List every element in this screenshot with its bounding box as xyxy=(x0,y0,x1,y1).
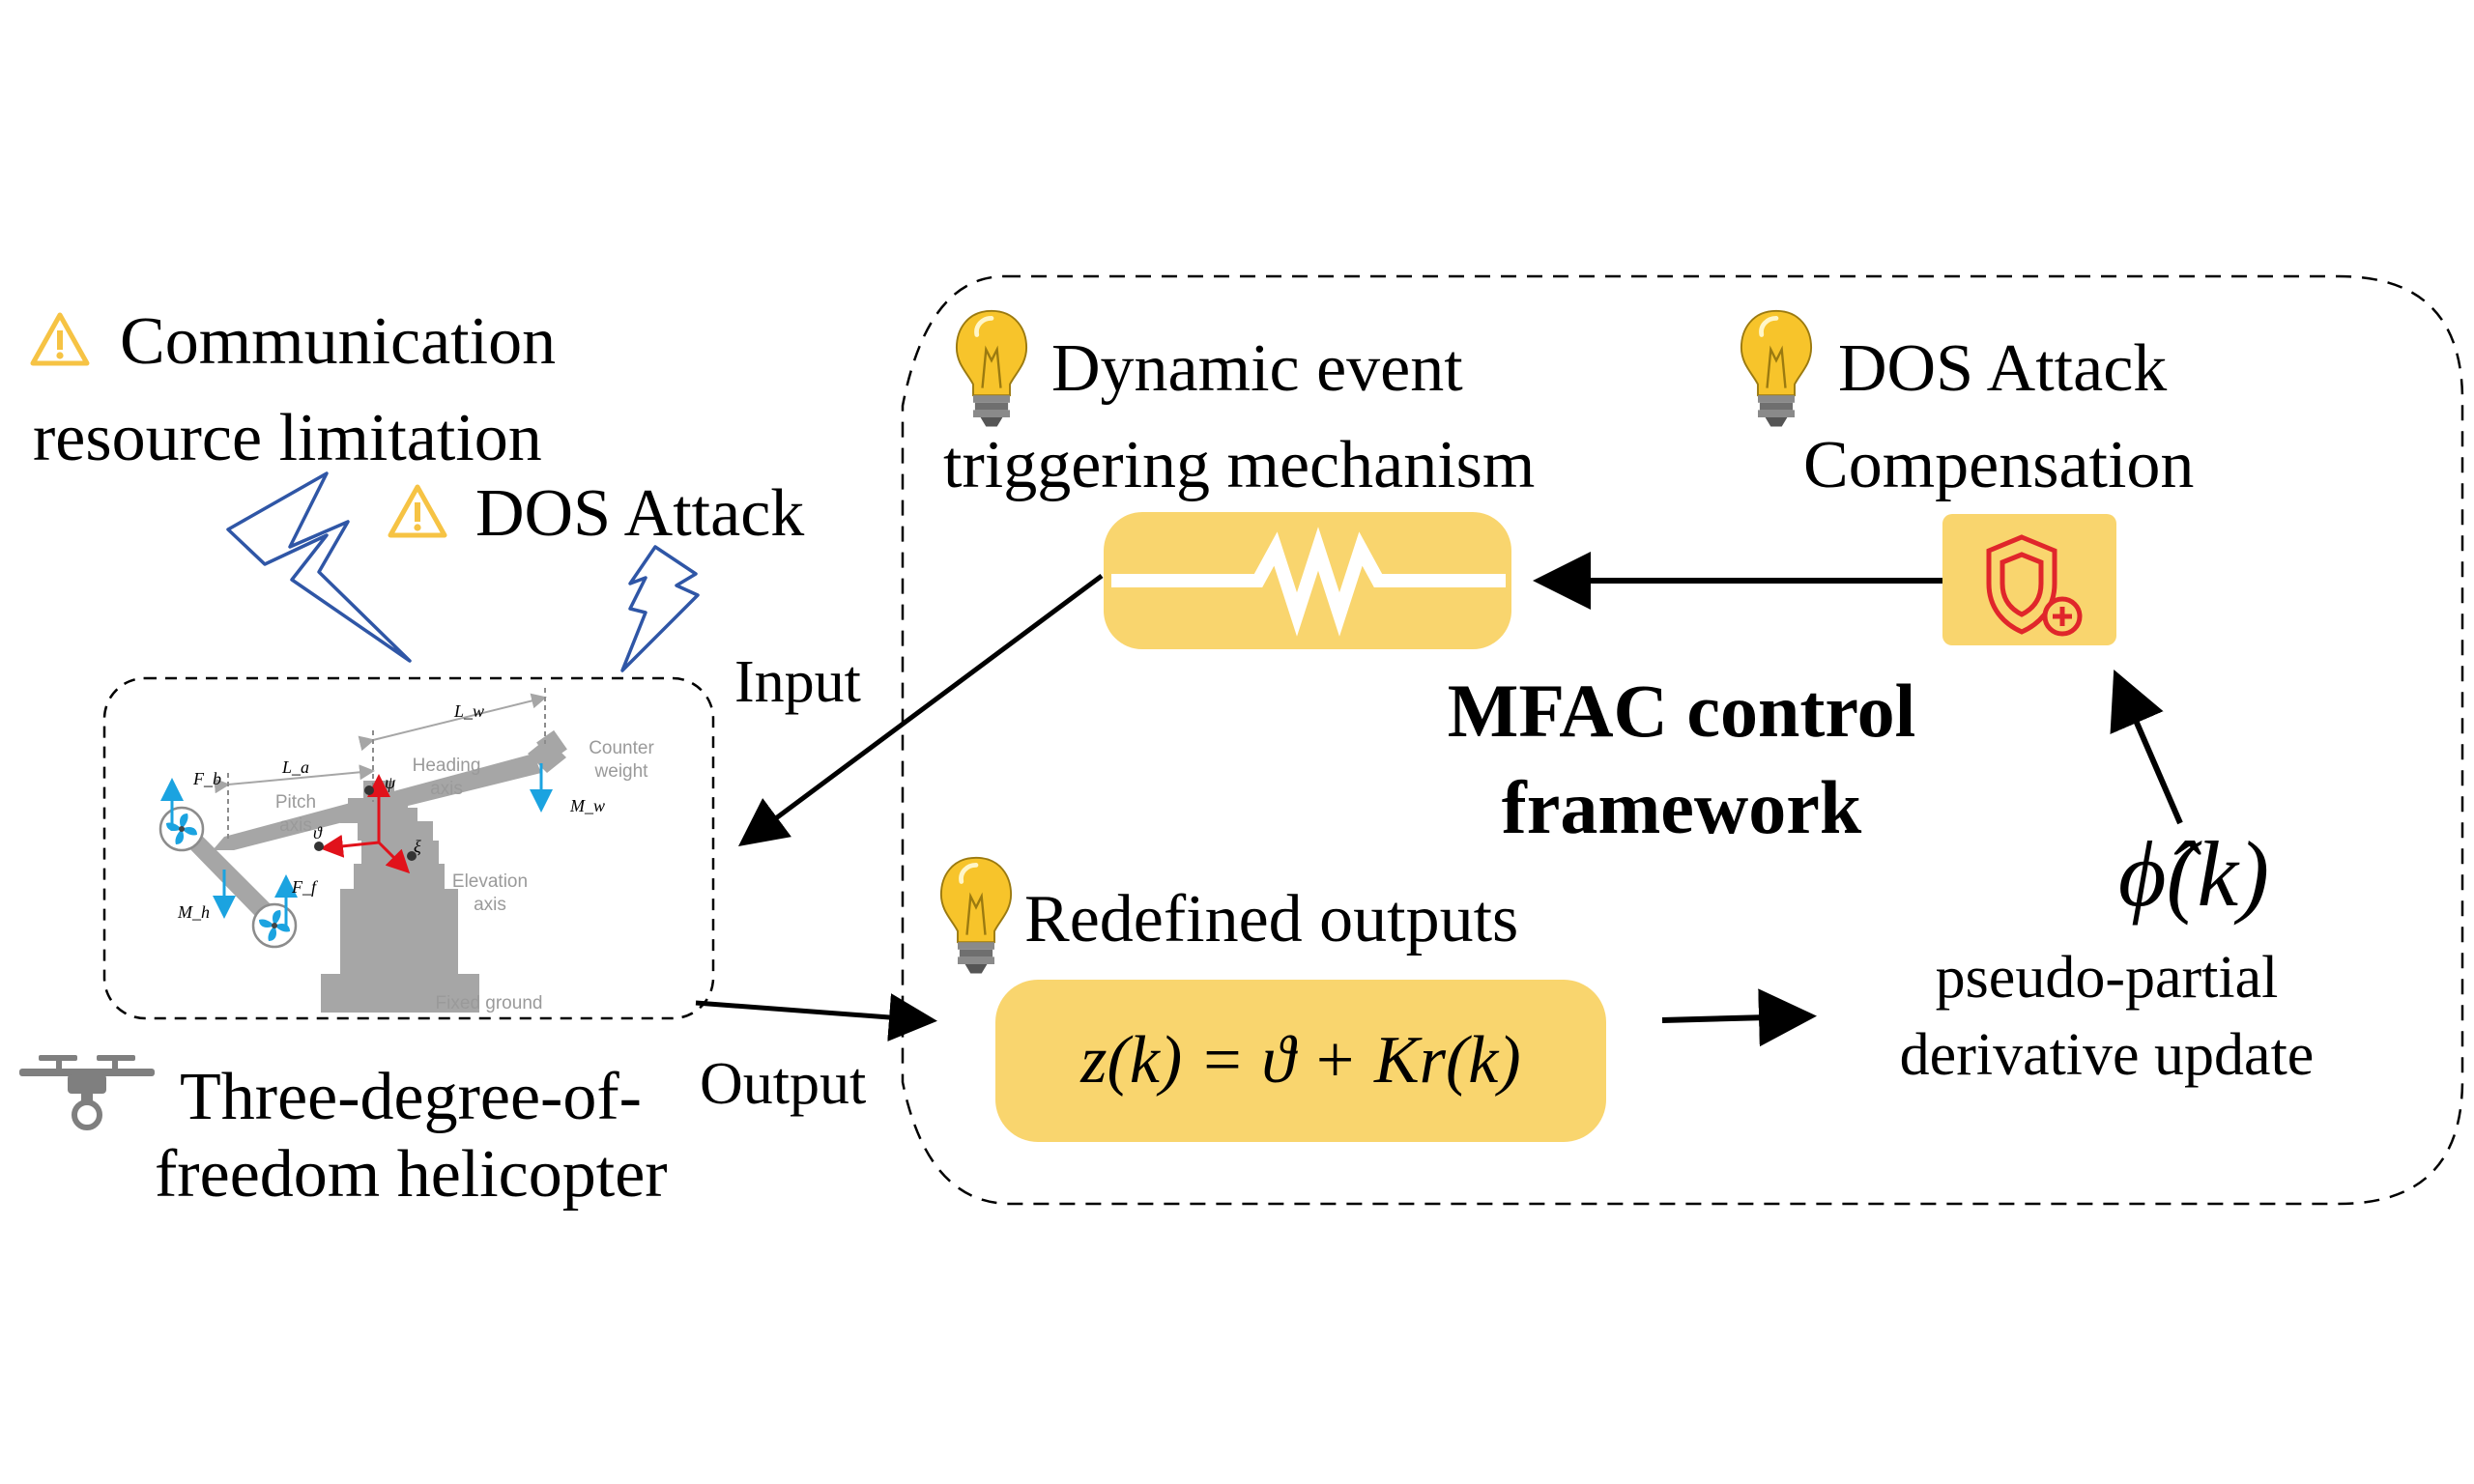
dos-attack-label: DOS Attack xyxy=(475,476,805,551)
mfac-label-line1: MFAC control xyxy=(1447,669,1916,753)
redefined-outputs-label: Redefined outputs xyxy=(1024,882,1519,956)
dos-compensation-label-line1: DOS Attack xyxy=(1838,331,2168,406)
heading-axis-label-line2: axis xyxy=(430,779,463,799)
mh-label: M_h xyxy=(178,902,210,922)
arrow-input xyxy=(737,573,1104,846)
ppd-label-line1: pseudo-partial xyxy=(1935,945,2279,1011)
helicopter-label-line1: Three-degree-of- xyxy=(180,1060,642,1134)
arrow-output xyxy=(695,993,937,1042)
comm-limit-label-line1: Communication xyxy=(120,304,557,379)
ppd-label-line2: derivative update xyxy=(1899,1022,2315,1088)
ff-label: F_f xyxy=(292,877,316,897)
counter-weight-label-line1: Counter xyxy=(589,738,654,758)
formula-text: z(k) = ϑ + Kr(k) xyxy=(1080,1023,1521,1098)
pitch-axis-label-line2: axis xyxy=(279,815,312,836)
mfac-label-line2: framework xyxy=(1501,765,1862,849)
la-label: L_a xyxy=(282,757,310,777)
mw-label: M_w xyxy=(570,796,605,815)
arrow-formula-to-update xyxy=(1661,988,1817,1047)
lightning-icon xyxy=(620,545,700,672)
elevation-axis-label-line2: axis xyxy=(474,895,506,915)
output-label: Output xyxy=(700,1051,867,1117)
heading-axis-label-line1: Heading xyxy=(412,756,481,776)
xi-label: ξ xyxy=(414,837,421,856)
pitch-axis-label-line1: Pitch xyxy=(274,792,317,813)
resistor-icon xyxy=(1111,527,1506,637)
elevation-axis-label-line1: Elevation xyxy=(451,871,529,892)
event-trigger-label-line1: Dynamic event xyxy=(1051,331,1463,406)
helicopter-figure xyxy=(158,688,567,1013)
input-label: Input xyxy=(734,649,861,715)
arrow-update-to-compensation xyxy=(2110,669,2183,825)
warning-icon xyxy=(390,487,445,535)
warning-icon xyxy=(33,315,87,363)
psi-label: ψ xyxy=(385,773,396,792)
formula-pill xyxy=(995,980,1606,1142)
counter-weight-label-line2: weight xyxy=(594,761,648,782)
lightning-icon xyxy=(226,471,412,663)
lightbulb-icon xyxy=(1741,311,1811,427)
comm-limit-label-line2: resource limitation xyxy=(33,401,542,475)
helicopter-label-line2: freedom helicopter xyxy=(155,1137,668,1212)
dos-compensation-label-line2: Compensation xyxy=(1803,428,2195,502)
helicopter-box xyxy=(102,676,715,1020)
event-trigger-label-line2: triggering mechanism xyxy=(943,428,1536,502)
lightbulb-icon xyxy=(957,311,1026,427)
theta-label: ϑ xyxy=(313,823,322,842)
drone-icon xyxy=(19,1055,155,1130)
lightbulb-icon xyxy=(941,858,1011,974)
fb-label: F_b xyxy=(193,769,221,788)
fixed-ground-label: Fixed ground xyxy=(435,993,543,1013)
shield-plus-icon xyxy=(1986,534,2083,637)
phi-hat-label: ϕ̂(k) xyxy=(2117,822,2270,926)
framework-boundary xyxy=(901,274,2464,1206)
lw-label: L_w xyxy=(454,701,485,721)
